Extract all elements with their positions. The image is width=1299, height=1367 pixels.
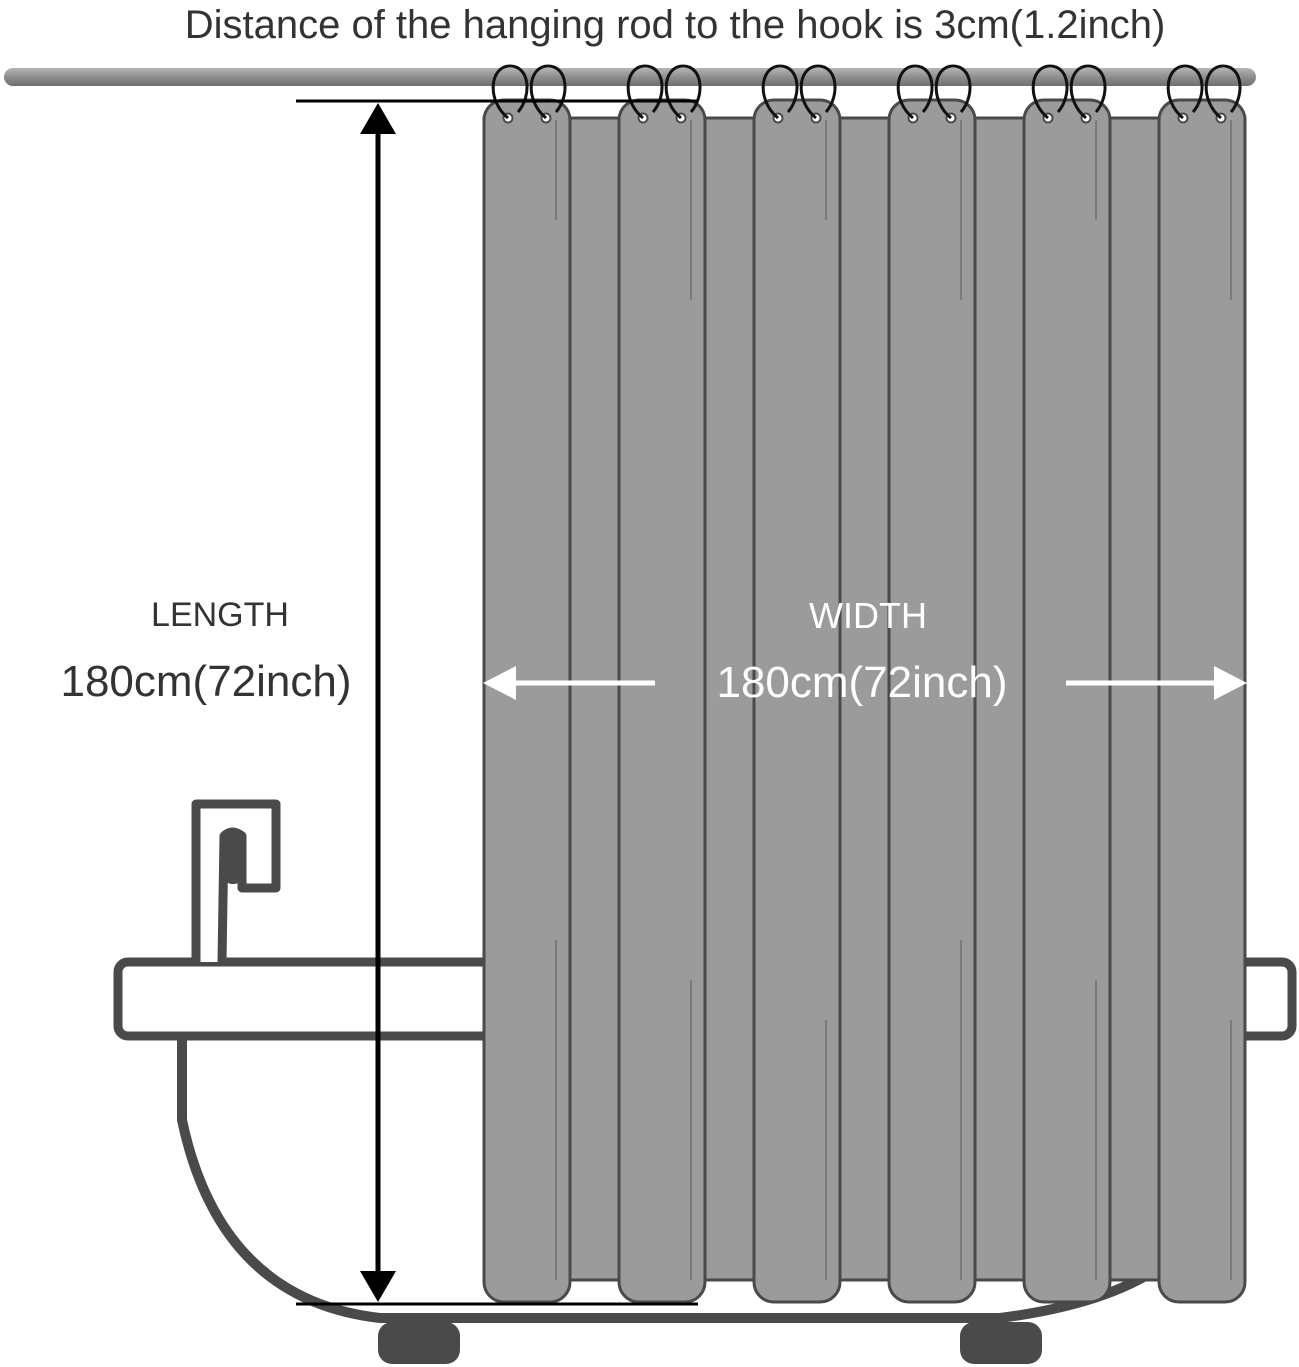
curtain-hook-icon [934,64,972,120]
curtain-hook-icon [761,64,799,120]
width-arrow-left-icon [483,666,516,700]
width-label: WIDTH [809,595,927,636]
shower-curtain [482,64,1247,1304]
width-dimension [483,666,1247,700]
curtain-hook-icon [799,64,837,120]
curtain-hook-icon [896,64,934,120]
bathtub-foot-right [960,1322,1042,1364]
curtain-creases [555,120,1232,1280]
width-value: 180cm(72inch) [716,658,1007,707]
curtain-panel [752,98,842,1304]
curtain-panel [1022,98,1112,1304]
width-arrow-right-icon [1214,666,1247,700]
length-arrow-down-icon [360,1271,396,1302]
curtain-panel [1157,98,1247,1304]
curtain-hook-icon [1204,64,1242,120]
curtain-panels [482,98,1247,1304]
curtain-panel [617,98,707,1304]
curtain-hook-icon [1166,64,1204,120]
bathtub-rim-left [113,957,503,1041]
length-value: 180cm(72inch) [60,657,351,706]
diagram-title: Distance of the hanging rod to the hook … [185,3,1166,47]
curtain-panel [482,98,572,1304]
curtain-panel [887,98,977,1304]
bathtub-foot-left [378,1322,460,1364]
length-dimension [296,99,698,1306]
bath-faucet-icon [191,799,281,963]
length-arrow-up-icon [360,103,396,134]
curtain-hook-icon [1069,64,1107,120]
length-label: LENGTH [151,596,289,634]
curtain-hook-icon [1031,64,1069,120]
curtain-back [482,116,1247,1282]
